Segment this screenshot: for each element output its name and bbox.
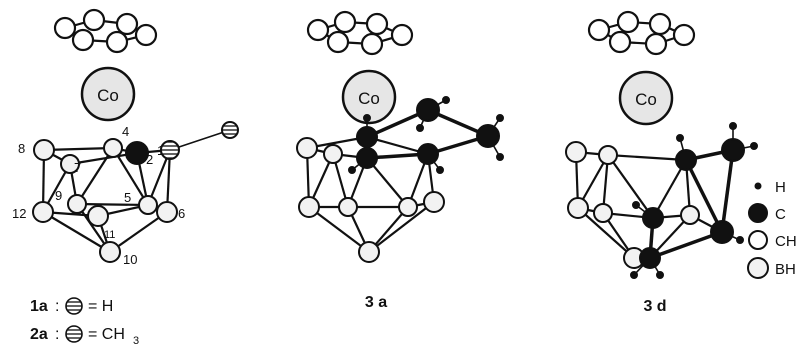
legend-label-ch: CH [775,233,797,250]
hatched-atom-icon [65,297,83,315]
carborane-cage-3a [305,99,501,253]
caption-3d: 3 d [643,298,666,315]
open-circle-icon [748,230,768,250]
structure-3a: Co [296,10,504,311]
legend-label-h: H [775,179,786,196]
legend-item-ch: CH [748,230,797,250]
compound-colon-2a: : [55,326,59,343]
legend-label-c: C [775,206,786,223]
vertex-label-10: 10 [123,252,137,267]
compound-labels: 1a : = H 2a : = CH 3 [30,297,139,347]
black-circle-icon [748,203,768,223]
vertex-label-4: 4 [122,124,129,139]
cyclopentadienyl-ring-3d [587,10,696,56]
cobalt-label-3a: Co [358,89,380,108]
compound-equals-2a: = CH [88,326,125,343]
vertex-label-6: 6 [178,206,185,221]
substituent-atom [221,121,239,139]
compound-colon-1a: : [55,298,59,315]
vertex-label-12: 12 [12,206,26,221]
cage-atoms-1 [32,121,239,263]
cobalt-atom-3a: Co [341,69,397,125]
caption-3a: 3 a [365,294,387,311]
cobalt-atom-1: Co [80,66,136,122]
vertex-label-5: 5 [124,190,131,205]
compound-label-1a: 1a : = H [30,297,113,315]
cobalt-label-3d: Co [635,90,657,109]
vertex-label-9: 9 [55,188,62,203]
compound-subscript-2a: 3 [133,335,139,347]
cobalt-atom-3d: Co [618,70,674,126]
compound-id-1a: 1a [30,298,48,315]
vertex-label-8: 8 [18,141,25,156]
legend-item-h: H [754,179,786,196]
legend-item-bh: BH [747,257,796,279]
vertex-labels-1: 1 2 4 5 6 7 8 9 10 11 12 [12,124,185,267]
compound-equals-1a: = H [88,298,113,315]
cage-atoms-3a [296,96,504,263]
vertex-label-1: 1 [157,143,164,158]
cage-atoms-3d [565,122,758,279]
atom-legend: H C CH BH [747,179,797,279]
legend-item-c: C [748,203,786,223]
structure-3d: Co [565,10,758,315]
large-open-circle-icon [747,257,769,279]
structure-1a-2a: Co 1 2 4 5 6 7 [12,8,239,347]
compound-id-2a: 2a [30,326,48,343]
hatched-atom-icon [65,325,83,343]
cyclopentadienyl-ring-3a [306,10,414,56]
cobalt-label-1: Co [97,86,119,105]
vertex-label-11: 11 [104,229,115,241]
cyclopentadienyl-ring-1 [53,8,158,54]
small-dot-icon [754,182,762,190]
compound-label-2a: 2a : = CH 3 [30,325,139,347]
vertex-label-7: 7 [74,160,81,175]
legend-label-bh: BH [775,261,796,278]
vertex-label-2: 2 [146,152,153,167]
